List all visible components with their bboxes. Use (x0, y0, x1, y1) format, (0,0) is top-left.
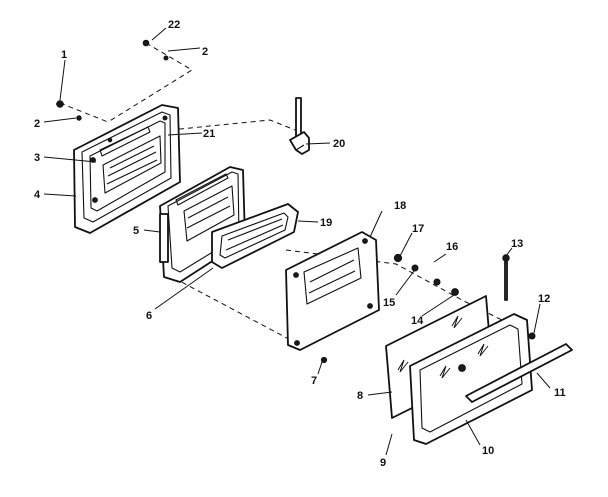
mounting-screws (320, 253, 510, 364)
callout-10: 10 (482, 445, 494, 457)
inner-glass-panel (285, 231, 380, 351)
handle-screws (56, 39, 169, 121)
callout-20: 20 (333, 138, 345, 150)
callout-18: 18 (394, 200, 406, 212)
callout-labels: 1 2 2 22 3 4 21 20 5 6 19 18 17 16 15 14… (34, 19, 566, 469)
callout-3: 3 (34, 152, 40, 164)
door-handle-bar (458, 332, 573, 403)
callout-1: 1 (61, 49, 67, 61)
callout-22: 22 (168, 19, 180, 31)
callout-12: 12 (538, 293, 550, 305)
callout-5: 5 (133, 225, 139, 237)
callout-6: 6 (146, 310, 152, 322)
callout-13: 13 (511, 238, 523, 250)
callout-4: 4 (34, 189, 41, 201)
callout-14: 14 (411, 315, 424, 327)
callout-2: 2 (202, 46, 208, 58)
callout-9: 9 (380, 457, 386, 469)
leader-lines (43, 27, 551, 456)
callout-7: 7 (311, 375, 317, 387)
callout-16: 16 (446, 241, 458, 253)
hinge-pin (289, 97, 310, 155)
callout-2: 2 (34, 118, 40, 130)
callout-11: 11 (554, 387, 566, 399)
callout-8: 8 (357, 390, 363, 402)
callout-17: 17 (412, 223, 424, 235)
callout-19: 19 (320, 217, 332, 229)
door-frame-trim (409, 313, 533, 445)
callout-21: 21 (203, 128, 215, 140)
callout-15: 15 (383, 297, 395, 309)
door-gasket (211, 203, 299, 269)
